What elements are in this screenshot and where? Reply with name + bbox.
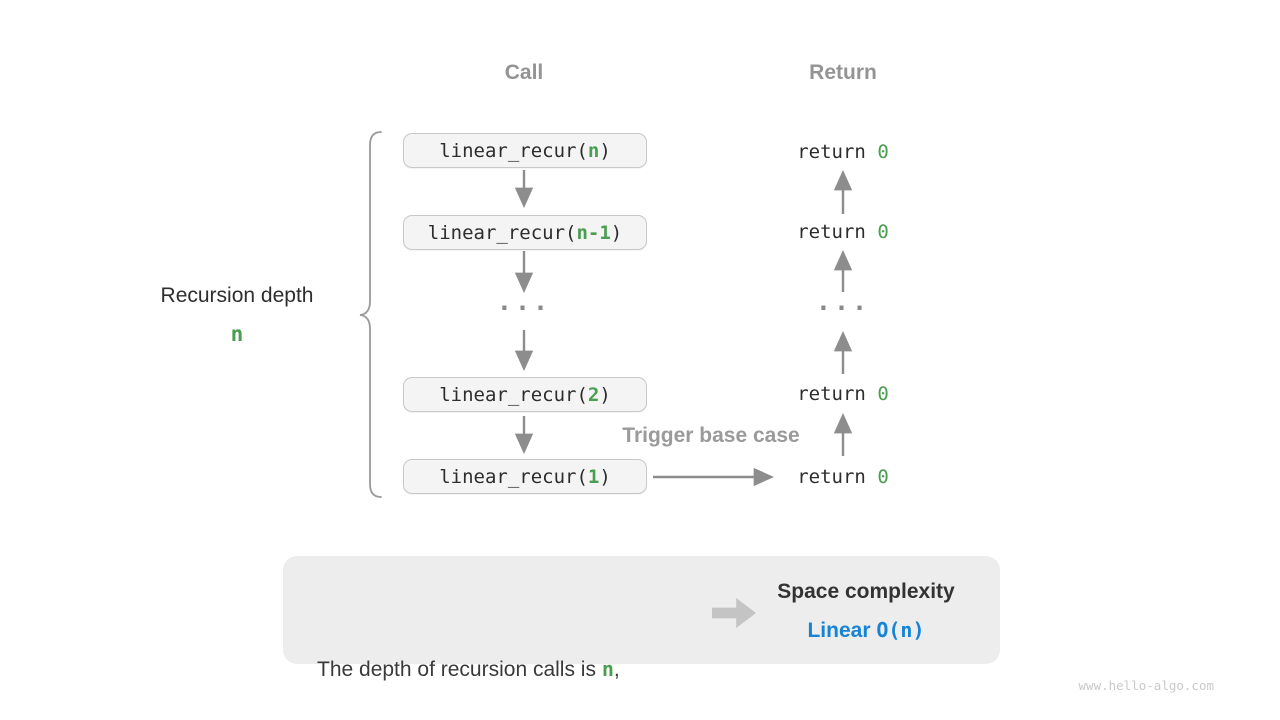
code-text: return — [797, 466, 878, 488]
summary-panel: The depth of recursion calls is n, using… — [283, 556, 1000, 681]
code-text: linear_recur( — [427, 221, 577, 244]
code-text: ) — [610, 221, 623, 244]
recursion-depth-value: n — [230, 322, 244, 346]
return-value: 0 — [877, 141, 889, 163]
summary-line-1: The depth of recursion calls is n, — [317, 650, 620, 689]
code-arg: n — [587, 139, 600, 162]
code-text: linear_recur( — [439, 465, 588, 488]
return-value: 0 — [877, 383, 889, 405]
implies-arrow-icon — [712, 598, 756, 628]
code-text: linear_recur( — [439, 383, 588, 406]
return-value: 0 — [877, 466, 889, 488]
summary-text: The depth of recursion calls is — [317, 658, 602, 681]
complexity-class-label: Linear — [807, 619, 877, 642]
call-frame-2: linear_recur(2) — [403, 377, 647, 412]
call-frame-1: linear_recur(1) — [403, 459, 647, 494]
return-statement: return 0 — [743, 219, 943, 245]
trigger-base-case-label: Trigger base case — [622, 424, 800, 447]
complexity-notation: O(n) — [876, 618, 924, 642]
space-complexity-value: Linear O(n) — [751, 611, 981, 650]
summary-text: , — [613, 658, 620, 681]
call-frame-n: linear_recur(n) — [403, 133, 647, 168]
complexity-notation-close: ) — [912, 618, 925, 642]
return-statement: return 0 — [743, 381, 943, 407]
code-text: return — [797, 221, 878, 243]
code-text: return — [797, 141, 878, 163]
code-text: ) — [599, 139, 611, 162]
recursion-depth-brace — [359, 131, 382, 498]
watermark: www.hello-algo.com — [1078, 678, 1214, 693]
code-text: linear_recur( — [439, 139, 588, 162]
recursion-depth-label: Recursion depth — [160, 284, 314, 307]
call-column-header: Call — [504, 61, 544, 84]
code-text: ) — [599, 465, 611, 488]
code-arg: n-1 — [576, 221, 611, 244]
space-complexity-title: Space complexity — [777, 580, 955, 603]
complexity-notation-arg: n — [900, 618, 913, 642]
summary-arg: n — [601, 657, 614, 681]
complexity-notation-open: O( — [876, 618, 901, 642]
return-statement: return 0 — [743, 464, 943, 490]
call-frame-n-1: linear_recur(n-1) — [403, 215, 647, 250]
summary-description: The depth of recursion calls is n, using… — [317, 572, 620, 720]
code-arg: 1 — [587, 465, 600, 488]
code-text: return — [797, 383, 878, 405]
code-text: ) — [599, 383, 611, 406]
return-statement: return 0 — [743, 139, 943, 165]
call-ellipsis: ... — [496, 287, 552, 316]
return-value: 0 — [877, 221, 889, 243]
code-arg: 2 — [587, 383, 600, 406]
summary-conclusion: Space complexity Linear O(n) — [751, 572, 981, 650]
return-column-header: Return — [809, 61, 877, 84]
return-ellipsis: ... — [815, 287, 871, 316]
